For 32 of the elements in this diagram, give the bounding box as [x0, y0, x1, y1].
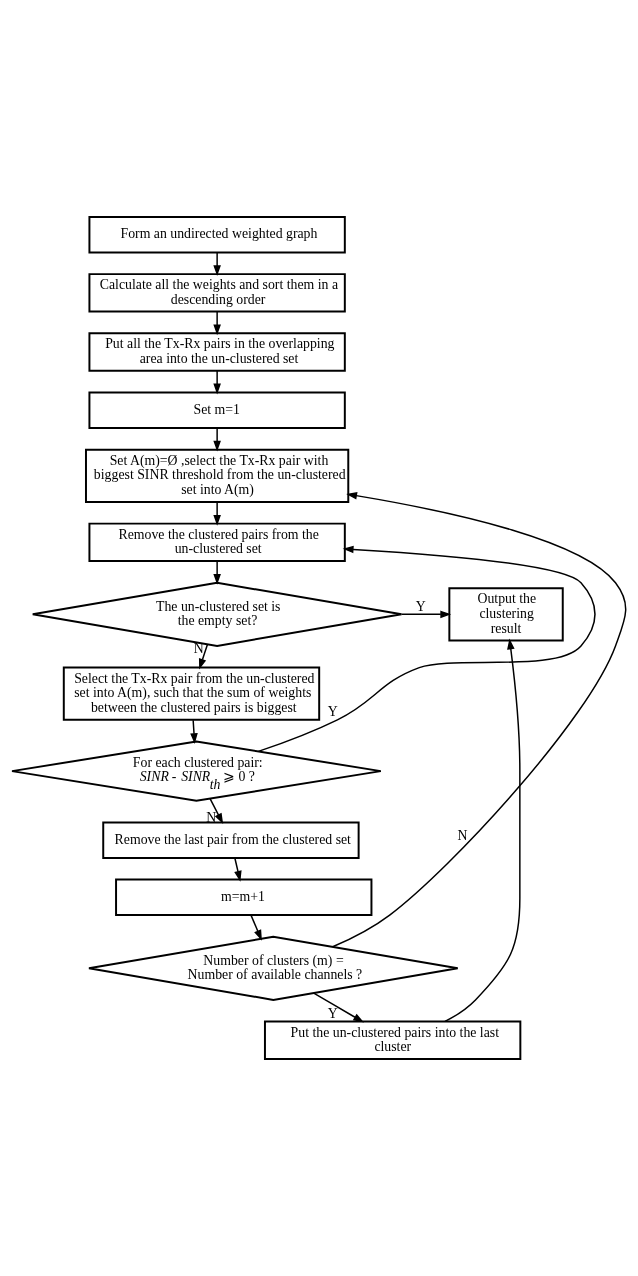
node-box: Put the un-clustered pairs into the last cluster [263, 1020, 522, 1061]
arrow [213, 370, 221, 395]
arrow [190, 719, 198, 744]
node-box: Remove the clustered pairs from the un-clustered set [88, 522, 346, 563]
edge-label: Y [415, 598, 426, 614]
arrow [213, 310, 221, 336]
node-box: Remove the last pair from the clustered set [102, 821, 360, 859]
edge-label: Y [327, 704, 338, 720]
arrow [313, 992, 365, 1023]
arrow [257, 545, 596, 753]
arrow [213, 560, 221, 585]
arrow [400, 610, 452, 619]
arrow [234, 857, 242, 882]
arrow [213, 427, 221, 452]
node-diamond: Number of clusters (m) = Number of available channels ? [87, 935, 459, 1001]
edge-label: N [457, 827, 468, 843]
edge-label: Y [327, 1006, 338, 1022]
arrow [444, 638, 521, 1023]
node-box: Put all the Tx-Rx pairs in the overlapping area into the un-clustered set [88, 332, 346, 372]
arrow [198, 643, 209, 670]
node-box: Set m=1 [88, 391, 346, 429]
arrow [331, 491, 627, 948]
node-box: Form an undirected weighted graph [88, 215, 346, 254]
node-box: Calculate all the weights and sort them in a descending order [88, 273, 346, 313]
arrow [213, 251, 221, 277]
node-box: m=m+1 [115, 878, 373, 917]
arrow [209, 797, 224, 825]
node-box: Set A(m)=Ø ,select the Tx-Rx pair with biggest SINR threshold from the un-clustered set into A(m) [85, 448, 350, 503]
arrow [250, 914, 262, 941]
arrow [213, 501, 221, 526]
node-box: Output the clustering result [448, 587, 564, 642]
node-box: Select the Tx-Rx pair from the un-clustered set into A(m), such that the sum of weights between the clustered pairs is biggest [62, 666, 321, 721]
